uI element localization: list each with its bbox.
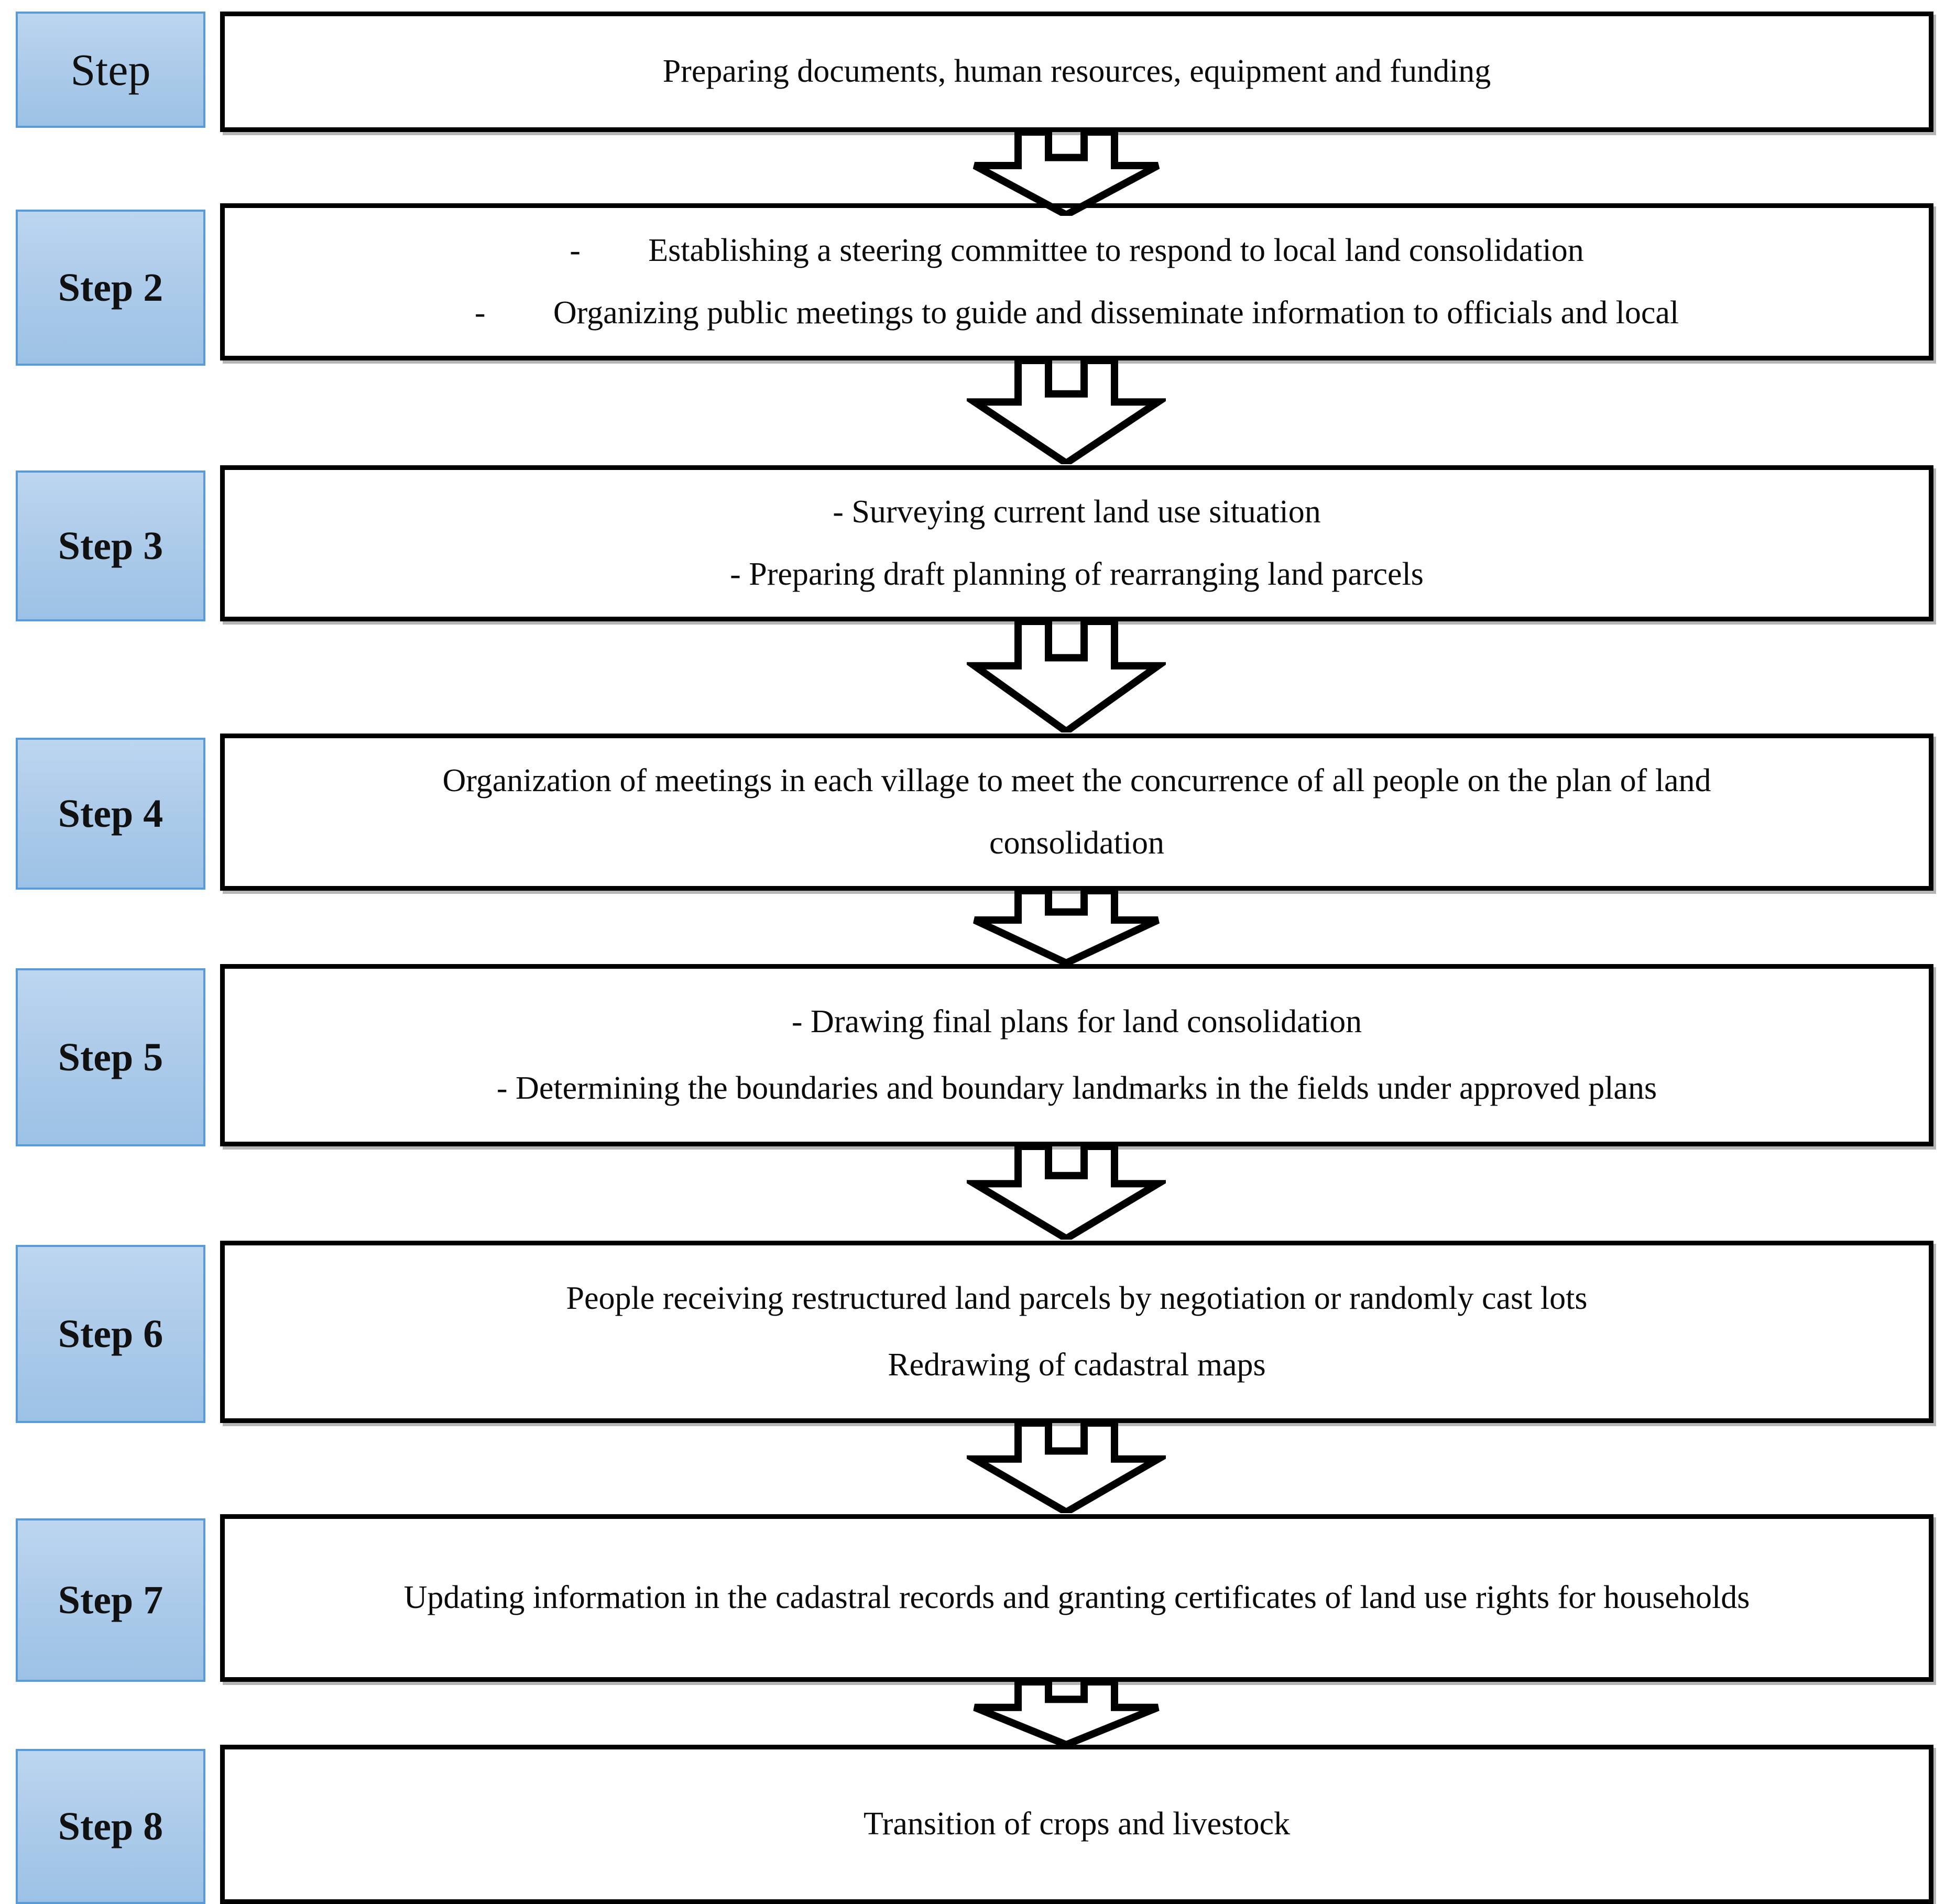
step-body-line: - Surveying current land use situation (833, 494, 1321, 530)
step-body-line: People receiving restructured land parce… (566, 1280, 1588, 1316)
step-content-box[interactable]: - Drawing final plans for land consolida… (220, 964, 1933, 1146)
step-label-text: Step 6 (58, 1312, 163, 1356)
arrow-outline (967, 1423, 1166, 1513)
step-label-box[interactable]: Step 3 (16, 470, 205, 621)
step-content-box[interactable]: Organization of meetings in each village… (220, 734, 1933, 891)
flow-arrow-down-icon (967, 621, 1166, 732)
step-body-text: Establishing a steering committee to res… (648, 232, 1584, 268)
arrow-outline (973, 1682, 1160, 1746)
step-label-text: Step 4 (58, 792, 163, 836)
bullet-dash: - (570, 232, 581, 268)
step-content-box[interactable]: - Establishing a steering committee to re… (220, 203, 1933, 360)
flow-arrow-down-icon (967, 1682, 1166, 1746)
step-label-box[interactable]: Step 5 (16, 968, 205, 1146)
arrow-outline (973, 891, 1160, 964)
step-label-box[interactable]: Step 8 (16, 1749, 205, 1904)
step-body-line: - Establishing a steering committee to re… (570, 232, 1584, 269)
flow-arrow-down-icon (967, 891, 1166, 964)
arrow-outline (967, 621, 1166, 732)
arrow-outline (967, 360, 1166, 464)
step-body-line: - Determining the boundaries and boundar… (496, 1070, 1657, 1106)
step-label-text: Step 5 (58, 1035, 163, 1079)
step-label-text: Step 7 (58, 1578, 163, 1622)
arrow-outline (972, 132, 1160, 216)
step-body-line: - Preparing draft planning of rearrangin… (730, 556, 1424, 592)
step-body-line: Redrawing of cadastral maps (888, 1347, 1266, 1383)
step-label-box[interactable]: Step 6 (16, 1245, 205, 1423)
step-label-text: Step 2 (58, 266, 163, 310)
flow-arrow-down-icon (967, 1146, 1166, 1240)
arrow-outline (967, 1146, 1166, 1240)
step-body-text: Organizing public meetings to guide and … (553, 295, 1679, 331)
step-body-line: Updating information in the cadastral re… (403, 1580, 1750, 1616)
step-body-line: Organization of meetings in each village… (442, 762, 1711, 798)
step-content-box[interactable]: People receiving restructured land parce… (220, 1241, 1933, 1423)
step-label-box[interactable]: Step 4 (16, 738, 205, 890)
step-label-text: Step 3 (58, 524, 163, 568)
step-label-box[interactable]: Step (16, 12, 205, 128)
step-label-box[interactable]: Step 2 (16, 210, 205, 366)
step-label-box[interactable]: Step 7 (16, 1518, 205, 1682)
flow-arrow-down-icon (967, 360, 1166, 464)
flow-arrow-down-icon (967, 1423, 1166, 1513)
step-content-box[interactable]: Transition of crops and livestock (220, 1745, 1933, 1904)
step-body-line: - Drawing final plans for land consolida… (791, 1003, 1362, 1039)
step-label-text: Step 8 (58, 1804, 163, 1848)
step-body-line: Transition of crops and livestock (864, 1806, 1290, 1842)
step-body-line: Preparing documents, human resources, eq… (662, 53, 1491, 90)
step-content-box[interactable]: - Surveying current land use situation - … (220, 465, 1933, 621)
step-content-box[interactable]: Preparing documents, human resources, eq… (220, 12, 1933, 132)
bullet-dash: - (474, 295, 486, 331)
step-body-line: consolidation (989, 825, 1165, 861)
step-content-box[interactable]: Updating information in the cadastral re… (220, 1514, 1933, 1682)
step-label-text: Step (70, 45, 151, 95)
step-body-line: - Organizing public meetings to guide and… (475, 294, 1679, 332)
